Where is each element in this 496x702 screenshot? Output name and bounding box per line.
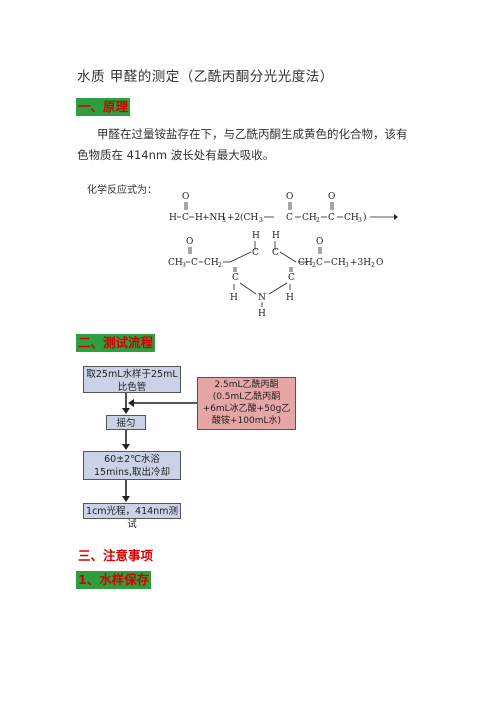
product-ch2: CH xyxy=(204,258,219,268)
sub-heading-sample-storage: 1、水样保存 xyxy=(76,571,152,589)
product-c3: C xyxy=(272,248,279,258)
product-h-bottom: H xyxy=(258,309,266,318)
flow-step-waterbath: 60±2℃水浴15mins,取出冷却 xyxy=(83,451,181,480)
reactant-c: C xyxy=(182,213,189,223)
product-c-carbonyl: C xyxy=(316,258,323,268)
reactant-oxygen: O xyxy=(182,192,189,202)
acac-c2: C xyxy=(328,213,335,223)
reactant-nh3: +NH xyxy=(202,213,225,223)
acac-ch3-end-sub: 3 xyxy=(358,217,362,224)
acac-ch2: CH xyxy=(302,213,317,223)
product-water-sub: 2 xyxy=(371,262,375,269)
flow-step-sample: 取25mL水样于25mL比色管 xyxy=(83,366,181,393)
product-c4: C xyxy=(232,273,239,283)
product-h-right: H xyxy=(286,293,294,303)
principle-line-1: 甲醛在过量铵盐存在下，与乙酰丙酮生成黄色的化合物，该有 xyxy=(97,127,408,141)
principle-line-2: 色物质在 414nm 波长处有最大吸收。 xyxy=(77,148,275,162)
product-o2: O xyxy=(316,237,323,247)
product-h-top1: H xyxy=(252,231,260,241)
flow-reagent-box: 2.5mL乙酰丙酮(0.5mL乙酰丙酮+6mL冰乙酸+50g乙酸铵+100mL水… xyxy=(197,377,296,430)
flow-step-measure: 1cm光程，414nm测试 xyxy=(83,503,181,530)
section-heading-flow: 二、测试流程 xyxy=(76,334,156,352)
product-c1: C xyxy=(191,258,198,268)
document-title: 水质 甲醛的测定（乙酰丙酮分光光度法） xyxy=(77,69,334,85)
flow-step-shake: 摇匀 xyxy=(106,415,146,430)
acac-o2: O xyxy=(328,192,335,202)
acac-c1: C xyxy=(286,213,293,223)
acac-ch2-sub: 2 xyxy=(316,217,320,224)
acac-paren-close: ) xyxy=(363,212,367,223)
product-ch2b-label: CH xyxy=(298,258,313,268)
nh3-subscript: 3 xyxy=(222,217,226,224)
product-c2: C xyxy=(252,248,259,258)
product-ch3-sub: 3 xyxy=(182,262,186,269)
section-heading-principle: 一、原理 xyxy=(76,98,131,116)
acac-ch3-sub: 3 xyxy=(259,217,263,224)
reactant-h2: H xyxy=(195,213,203,223)
coefficient-2: +2 xyxy=(227,213,240,223)
acac-o1: O xyxy=(286,192,293,202)
product-h-top2: H xyxy=(272,231,280,241)
product-ch3: CH xyxy=(168,258,183,268)
acac-ch3-end: CH xyxy=(344,213,359,223)
product-c5: C xyxy=(288,273,295,283)
product-h-left: H xyxy=(230,293,238,303)
section-heading-notes: 三、注意事项 xyxy=(78,548,154,563)
reaction-label: 化学反应式为： xyxy=(87,185,157,196)
product-water-o: O xyxy=(376,258,383,268)
product-o1: O xyxy=(186,237,193,247)
product-water: +3H xyxy=(350,258,371,268)
product-ch2b-sub: 2 xyxy=(312,262,316,269)
reactant-h1: H xyxy=(169,213,177,223)
chemical-reaction-diagram: O H C H +NH 3 +2 (CH 3 O C CH 2 O C CH 3… xyxy=(168,192,398,318)
product-ch3b: CH xyxy=(331,258,346,268)
product-ch3b-sub: 3 xyxy=(345,262,349,269)
product-n: N xyxy=(258,293,266,303)
product-ch2-sub: 2 xyxy=(218,262,222,269)
acac-ch3: (CH xyxy=(240,212,258,223)
